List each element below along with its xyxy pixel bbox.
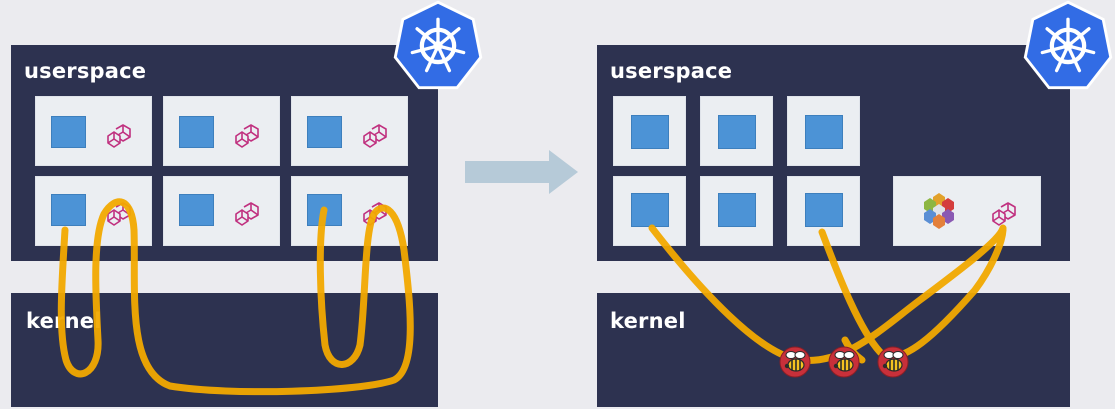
right-kernel-layer	[597, 293, 1070, 407]
container-square	[805, 115, 843, 149]
container-square	[179, 116, 214, 148]
left-userspace-label: userspace	[24, 59, 147, 83]
pod-icon	[363, 124, 387, 148]
container-square	[179, 194, 214, 226]
pod-icon	[992, 202, 1016, 226]
left-pod-card	[163, 96, 280, 166]
container-square	[718, 193, 756, 227]
right-container-card	[700, 96, 773, 166]
right-container-card	[787, 96, 860, 166]
right-container-card	[613, 176, 686, 246]
container-square	[805, 193, 843, 227]
kubernetes-left-icon	[395, 2, 481, 88]
container-square	[51, 194, 86, 226]
ebpf-bee-icon	[877, 346, 909, 378]
left-pod-card	[291, 96, 408, 166]
container-square	[631, 193, 669, 227]
right-container-card	[613, 96, 686, 166]
left-pod-card	[35, 96, 152, 166]
right-traffic-path	[648, 224, 1007, 364]
left-traffic-path	[57, 198, 414, 396]
container-square	[307, 116, 342, 148]
container-square	[51, 116, 86, 148]
container-square	[631, 115, 669, 149]
pod-icon	[235, 202, 259, 226]
container-square	[718, 115, 756, 149]
right-container-card	[700, 176, 773, 246]
right-kernel-label: kernel	[610, 309, 686, 333]
right-arrow-icon	[465, 150, 578, 194]
right-userspace-label: userspace	[610, 59, 733, 83]
pod-icon	[107, 124, 131, 148]
left-pod-card	[163, 176, 280, 246]
pod-icon	[235, 124, 259, 148]
cilium-hexagon-icon	[924, 193, 954, 229]
cilium-pod-card	[893, 176, 1041, 246]
kubernetes-right-icon	[1025, 2, 1111, 88]
ebpf-bee-icon	[779, 346, 811, 378]
ebpf-bee-icon	[828, 346, 860, 378]
